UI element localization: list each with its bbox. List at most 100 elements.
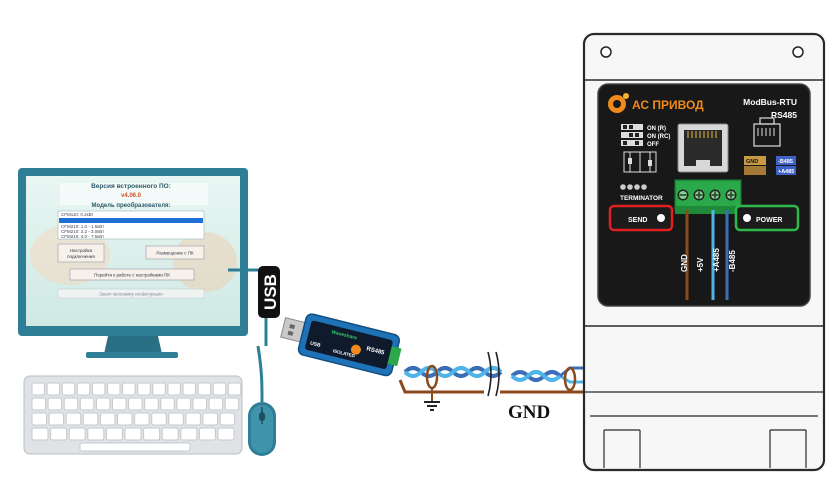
keyboard-key <box>76 382 91 396</box>
keyboard-key <box>161 427 179 441</box>
keyboard-key <box>185 412 201 426</box>
keyboard-key <box>107 382 121 396</box>
send-led <box>657 214 665 222</box>
keyboard-key <box>122 382 136 396</box>
power-indicator-box <box>734 204 800 232</box>
pin-b-label: -B485 <box>778 159 793 165</box>
dongle-isolated-label: ISOLATED <box>332 348 356 358</box>
computer-monitor: Версия встроенного ПО: v4.06.0 Модель пр… <box>18 168 248 358</box>
configuration-label: Зашит программу конфигурации <box>99 292 163 297</box>
terminal-b485-label: -B485 <box>728 250 737 272</box>
connection-settings-label: подключения <box>67 254 95 259</box>
cable-shield-ring <box>563 366 577 392</box>
brand-name: АС ПРИВОД <box>632 98 704 112</box>
interface-label: RS485 <box>771 110 797 120</box>
mounting-hole <box>792 46 804 58</box>
pin-a-badge <box>776 166 796 175</box>
terminator-switch[interactable] <box>620 184 647 190</box>
dongle-usb-port-label: USB <box>309 340 321 348</box>
twisted-pair-a-wire <box>510 370 562 382</box>
model-list-item[interactable]: CFM210: 1.0 - 1.5кВт <box>61 224 104 229</box>
keyboard-key <box>82 412 99 426</box>
keyboard-key <box>168 412 184 426</box>
keyboard-key <box>65 412 82 426</box>
keyboard-key <box>48 412 65 426</box>
keyboard-key <box>99 412 116 426</box>
pin-gnd-label: GND <box>746 159 758 165</box>
keyboard-key <box>50 427 68 441</box>
connection-settings-button[interactable] <box>57 243 105 263</box>
switch-on-rc-label: ON (RC) <box>647 134 670 140</box>
keyboard-key <box>68 427 86 441</box>
pin-a-label: +A485 <box>778 169 794 175</box>
model-list[interactable] <box>57 210 205 240</box>
keyboard-key <box>217 427 235 441</box>
power-label: POWER <box>756 217 782 224</box>
rj45-port[interactable] <box>677 123 729 173</box>
twisted-pair-b-wire <box>510 370 562 382</box>
keyboard-key <box>128 397 143 411</box>
computer-mouse <box>248 402 276 456</box>
keyboard-key <box>143 427 161 441</box>
terminal-gnd-label: GND <box>680 254 689 272</box>
rj45-pinout-icon <box>753 117 781 147</box>
firmware-version: v4.06.0 <box>121 193 142 199</box>
keyboard-key <box>182 382 196 396</box>
model-list-item[interactable]: CFM210: 4.0 - 7.5кВт <box>61 234 104 239</box>
configuration-button[interactable] <box>57 288 205 299</box>
keyboard-key <box>167 382 181 396</box>
keyboard-key <box>176 397 191 411</box>
termination-schematic-icon <box>623 151 657 173</box>
keyboard-key <box>31 412 47 426</box>
keyboard-key <box>79 397 95 411</box>
keyboard-key <box>219 412 236 426</box>
monitor-stand <box>104 336 162 354</box>
switch-off-label: OFF <box>647 142 659 148</box>
go-to-settings-button[interactable] <box>69 268 195 281</box>
send-indicator-box <box>608 204 674 232</box>
keyboard-spacebar <box>79 442 191 452</box>
pin-gnd-badge-2 <box>744 166 766 175</box>
keyboard-key <box>31 397 46 411</box>
keyboard-key <box>87 427 105 441</box>
model-list-item[interactable]: CFM110: 0.2кВт <box>61 212 94 217</box>
keyboard-key <box>212 382 227 396</box>
keyboard-key <box>160 397 175 411</box>
usb-label: USB <box>258 266 280 318</box>
converter-unit: АС ПРИВОД ModBus-RTU RS485 ON (R) ON (RC… <box>582 32 826 472</box>
svg-text:USB: USB <box>261 274 280 310</box>
gnd-wire-label: GND <box>508 402 550 423</box>
keyboard-keys <box>31 382 242 452</box>
terminal-5v-label: +5V <box>696 257 705 272</box>
keyboard <box>23 375 243 455</box>
send-label: SEND <box>628 217 647 224</box>
keyboard-key <box>112 397 127 411</box>
twisted-pair-a-wire <box>403 366 503 378</box>
keyboard-key <box>63 397 79 411</box>
keyboard-key <box>197 382 212 396</box>
go-to-settings-label: Перейти к работе с настройками ПК <box>94 272 170 278</box>
keyboard-key <box>91 382 106 396</box>
keyboard-key <box>46 382 61 396</box>
model-list-selected-item[interactable] <box>59 218 203 223</box>
keyboard-key <box>61 382 76 396</box>
pin-b-badge <box>776 156 796 165</box>
keyboard-key <box>105 427 123 441</box>
switch-on-r-label: ON (R) <box>647 126 666 132</box>
monitor-base <box>86 352 178 358</box>
brand-logo-icon <box>608 93 629 113</box>
keyboard-key <box>227 382 242 396</box>
protocol-label: ModBus-RTU <box>743 97 797 107</box>
model-list-item[interactable]: CFM210: 2.2 - 3.0кВт <box>61 229 104 234</box>
keyboard-key <box>31 427 49 441</box>
screw-icon <box>725 189 737 201</box>
usb-rs485-dongle: Waveshare USB ISOLATED RS485 <box>280 313 402 377</box>
dongle-terminal-block <box>387 346 402 367</box>
mouse-cable <box>256 345 264 403</box>
cable-break-mark <box>495 351 500 397</box>
place-from-pc-button[interactable] <box>145 245 205 260</box>
place-from-pc-label: Размещение с ПК <box>156 251 194 256</box>
keyboard-key <box>134 412 150 426</box>
keyboard-key <box>95 397 111 411</box>
keyboard-key <box>137 382 151 396</box>
